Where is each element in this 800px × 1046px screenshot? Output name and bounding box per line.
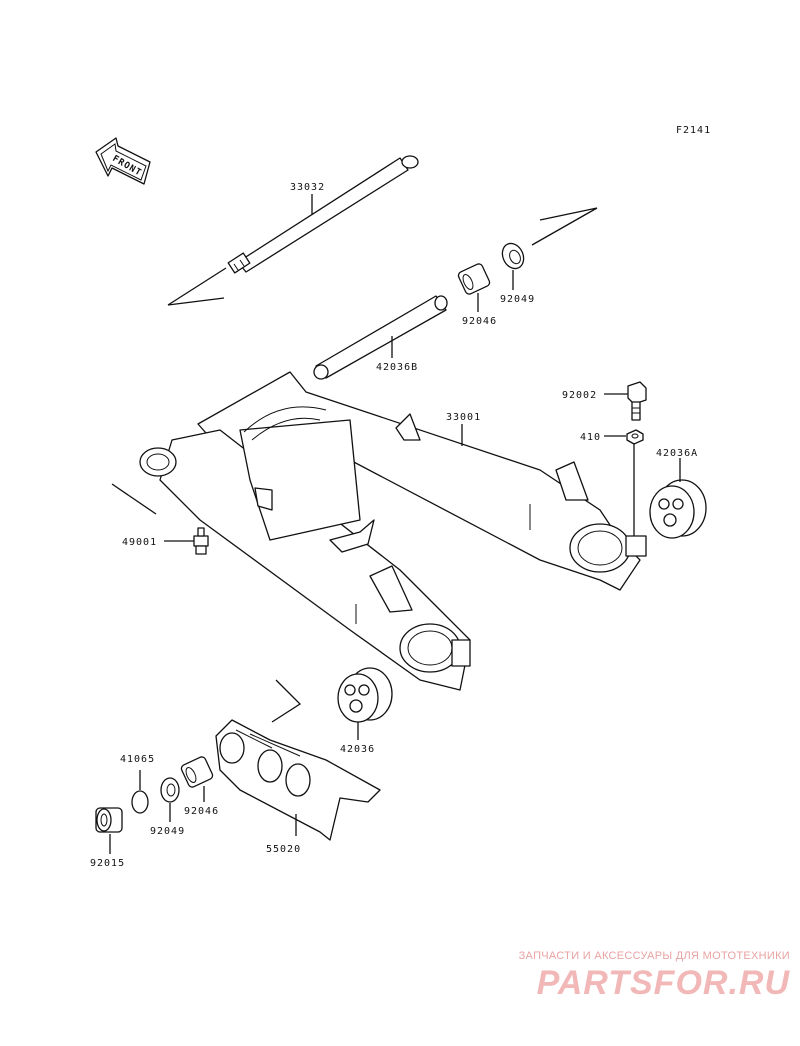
part-410: 410	[580, 432, 601, 443]
axis-line-left-tick	[167, 297, 225, 306]
nut-410	[626, 429, 644, 445]
bearing-92046-top	[457, 263, 491, 295]
part-42036b: 42036B	[376, 362, 418, 373]
part-92046-bottom: 92046	[184, 806, 219, 817]
part-92046-top: 92046	[462, 316, 497, 327]
bearing-92046-bottom	[180, 756, 214, 788]
pivot-axis-left	[111, 483, 157, 515]
part-92049-bottom: 92049	[150, 826, 185, 837]
swingarm-33001	[139, 371, 647, 691]
watermark-tagline: ЗАПЧАСТИ И АКСЕССУАРЫ ДЛЯ МОТОТЕХНИКИ	[518, 950, 790, 962]
part-41065: 41065	[120, 754, 155, 765]
bushing-42036	[337, 667, 393, 723]
ring-92049-bottom	[160, 777, 180, 803]
ring-92049-top	[501, 242, 525, 270]
part-33032: 33032	[290, 182, 325, 193]
part-92049-top: 92049	[500, 294, 535, 305]
part-33001: 33001	[446, 412, 481, 423]
collar-92015	[95, 807, 123, 833]
grease-nipple-49001	[193, 527, 209, 555]
axis-line-right	[531, 207, 598, 246]
part-42036a: 42036A	[656, 448, 698, 459]
washer-41065	[131, 790, 149, 814]
watermark-logo: PARTSFOR.RU	[536, 964, 790, 1002]
part-42036: 42036	[340, 744, 375, 755]
part-92015: 92015	[90, 858, 125, 869]
axis-line-mid	[271, 679, 302, 723]
bushing-42036a	[649, 479, 707, 539]
part-55020: 55020	[266, 844, 301, 855]
part-49001: 49001	[122, 537, 157, 548]
front-arrow-icon: FRONT	[95, 137, 151, 185]
axis-line-left	[167, 267, 227, 306]
part-92002: 92002	[562, 390, 597, 401]
chain-guide-55020	[215, 719, 381, 841]
sleeve-42036b	[313, 295, 448, 380]
figure-code: F2141	[676, 125, 711, 136]
bolt-92002	[627, 381, 647, 421]
pivot-shaft	[227, 155, 419, 274]
